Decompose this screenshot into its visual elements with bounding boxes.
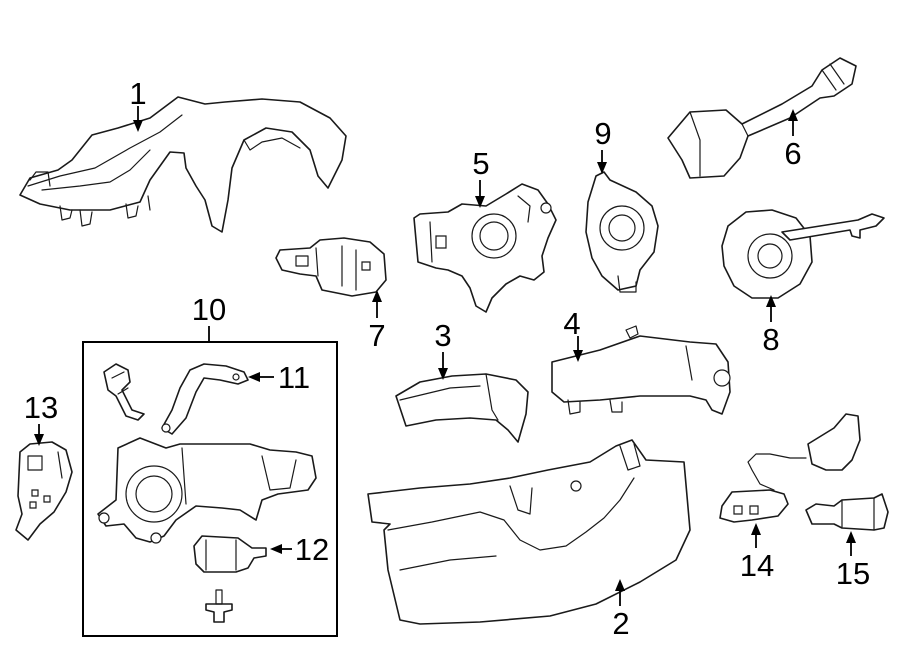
- part-11-strap-bracket: [161, 363, 249, 435]
- callout-10: 10: [192, 292, 226, 327]
- callout-9: 9: [594, 116, 611, 151]
- callout-2: 2: [612, 606, 629, 641]
- part-6-wiper-stalk: [667, 57, 857, 179]
- arrowhead-2: [615, 579, 625, 591]
- part-2-lower-shroud: [367, 439, 691, 625]
- arrowhead-3: [438, 368, 448, 380]
- callout-14: 14: [740, 548, 774, 583]
- part-10-lock-housing: [97, 437, 317, 544]
- part-14-harness: [719, 413, 861, 523]
- callout-8: 8: [762, 322, 779, 357]
- part-8-clock-spring-ribbon: [721, 209, 885, 299]
- arrowhead-13: [34, 434, 44, 446]
- callout-labels: 1 2 3 4 5 6 7 8 9 10 11 12 13 14 15: [24, 76, 870, 641]
- callout-6: 6: [784, 136, 801, 171]
- part-1-upper-shroud: [19, 96, 347, 233]
- inset-frame: [82, 341, 338, 637]
- arrowhead-1: [133, 120, 143, 132]
- callout-5: 5: [472, 146, 489, 181]
- callout-3: 3: [434, 318, 451, 353]
- arrowhead-11: [248, 372, 260, 382]
- arrowhead-6: [788, 109, 798, 121]
- callout-13: 13: [24, 390, 58, 425]
- part-13-switch: [15, 441, 73, 541]
- callout-15: 15: [836, 556, 870, 591]
- part-4-bracket-cover: [551, 325, 731, 415]
- part-12-actuator: [193, 535, 267, 573]
- callout-1: 1: [129, 76, 146, 111]
- part-15-connector: [805, 493, 889, 531]
- callout-7: 7: [368, 318, 385, 353]
- arrowhead-15: [846, 531, 856, 543]
- arrowhead-12: [270, 544, 282, 554]
- leader-lines: [34, 106, 856, 606]
- inset-bolt: [103, 363, 145, 421]
- arrowhead-7: [372, 290, 382, 302]
- arrowhead-8: [766, 295, 776, 307]
- arrowhead-9: [597, 162, 607, 174]
- part-5-switch-housing: [413, 183, 557, 313]
- part-3-small-cover: [395, 373, 529, 443]
- part-9-clock-spring: [585, 171, 659, 293]
- arrowhead-5: [475, 196, 485, 208]
- callout-4: 4: [563, 306, 580, 341]
- arrowhead-4: [573, 350, 583, 362]
- part-7-small-switch: [275, 237, 387, 297]
- inset-screw: [205, 589, 233, 623]
- arrowhead-14: [751, 523, 761, 535]
- callout-12: 12: [295, 532, 329, 567]
- callout-11: 11: [278, 360, 310, 395]
